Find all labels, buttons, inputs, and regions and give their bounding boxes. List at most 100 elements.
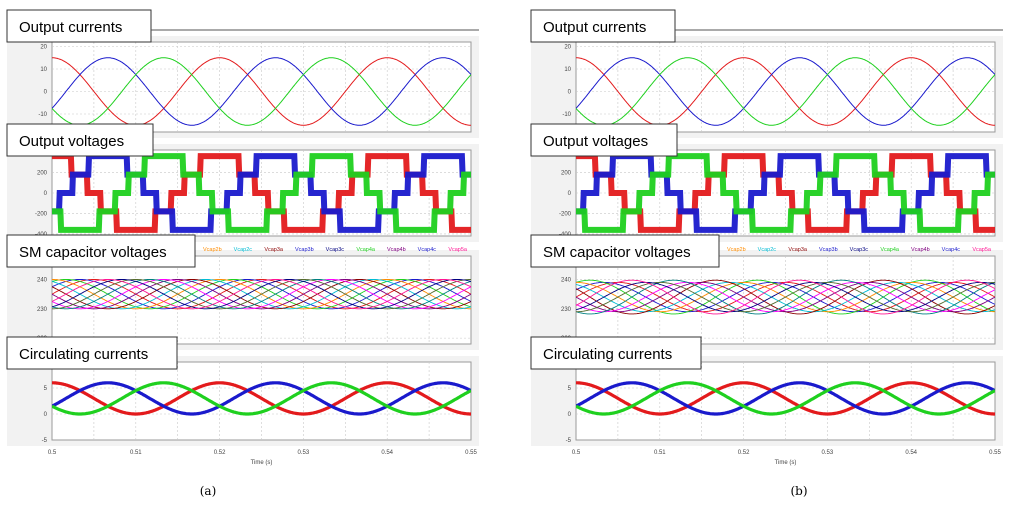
legend-entry: Vcap2b (203, 247, 222, 253)
x-tick-label: 0.55 (465, 450, 477, 456)
legend-entry: Vcap4b (387, 247, 406, 253)
capacitor-voltage-line (52, 279, 471, 310)
subplot-title-box: Circulating currents (530, 336, 702, 370)
title-frame (530, 234, 720, 268)
series-group (52, 381, 471, 416)
legend-entry: Vcap4c (942, 247, 961, 253)
circulating-current-line (52, 381, 471, 416)
y-tick-label: 20 (564, 45, 571, 51)
title-frame (530, 123, 678, 157)
title-frame (6, 9, 152, 43)
y-tick-label: 230 (561, 307, 572, 313)
subplot-title: SM capacitor voltages (19, 244, 167, 261)
circulating-current-line (52, 381, 471, 416)
capacitor-voltage-line (576, 281, 995, 313)
subplot-title-box: Output currents (530, 9, 1003, 43)
y-tick-label: 0 (568, 90, 572, 96)
circulating-current-line (576, 381, 995, 416)
circulating-current-line (576, 381, 995, 416)
y-tick-label: -5 (42, 438, 48, 444)
legend-entry: Vcap3a (264, 247, 284, 253)
x-tick-label: 0.55 (989, 450, 1001, 456)
legend-entry: Vcap3c (850, 247, 869, 253)
capacitor-voltage-line (576, 279, 995, 315)
capacitor-voltage-line (576, 279, 995, 315)
circulating-current-line (52, 381, 471, 416)
output-voltage-series (576, 153, 995, 233)
legend-entry: Vcap2b (727, 247, 746, 253)
y-tick-label: 230 (37, 307, 48, 313)
title-frame (530, 336, 702, 370)
output-voltage-series (576, 153, 995, 233)
caption-b: (b) (790, 484, 808, 498)
title-frame (6, 336, 178, 370)
subplot-title-box: SM capacitor voltages (6, 234, 196, 268)
series-group (52, 279, 471, 310)
subplot-title-box: Circulating currents (6, 336, 178, 370)
legend-entry: Vcap3a (788, 247, 808, 253)
output-voltage-line (52, 153, 471, 233)
series-group (52, 57, 471, 126)
y-tick-label: -200 (35, 211, 48, 217)
x-tick-label: 0.52 (214, 450, 226, 456)
output-current-line (576, 57, 995, 126)
y-tick-label: 0 (568, 191, 572, 197)
y-tick-label: 10 (564, 67, 571, 73)
title-frame (6, 234, 196, 268)
output-voltage-series (52, 153, 471, 233)
legend-entry: Vcap2c (758, 247, 777, 253)
output-current-line (52, 57, 471, 126)
legend-entry: Vcap2c (234, 247, 253, 253)
output-current-line (52, 57, 471, 126)
y-tick-label: 0 (568, 412, 572, 418)
y-tick-label: 240 (561, 277, 572, 283)
y-tick-label: 5 (44, 386, 48, 392)
x-axis-label: Time (s) (775, 460, 797, 466)
subplot-title-box: SM capacitor voltages (530, 234, 720, 268)
y-tick-label: 240 (37, 277, 48, 283)
y-tick-label: 10 (40, 67, 47, 73)
output-current-line (52, 57, 471, 126)
x-tick-label: 0.53 (822, 450, 834, 456)
subplot-title-box: Output currents (6, 9, 479, 43)
subplot-title: Output voltages (19, 133, 124, 150)
legend-entry: Vcap5a (972, 247, 992, 253)
y-tick-label: 5 (568, 386, 572, 392)
subplot-title: Circulating currents (543, 346, 672, 363)
subplot-title: Output currents (19, 19, 122, 36)
x-tick-label: 0.54 (905, 450, 917, 456)
x-tick-label: 0.5 (572, 450, 581, 456)
capacitor-voltage-line (576, 279, 995, 315)
x-tick-label: 0.51 (130, 450, 142, 456)
legend-entry: Vcap4b (911, 247, 930, 253)
legend-entry: Vcap4a (880, 247, 900, 253)
subplot-title: SM capacitor voltages (543, 244, 691, 261)
y-tick-label: 0 (44, 412, 48, 418)
legend-entry: Vcap4a (356, 247, 376, 253)
y-tick-label: 0 (44, 90, 48, 96)
subplot-sm-capacitor-voltages: 240230220SM capacitor voltagesVcap2bVcap… (530, 234, 1003, 350)
output-voltage-line (576, 153, 995, 233)
subplot-title: Circulating currents (19, 346, 148, 363)
y-tick-label: 200 (37, 171, 48, 177)
y-tick-label: 0 (44, 191, 48, 197)
output-voltage-line (576, 153, 995, 233)
y-tick-label: -5 (566, 438, 572, 444)
capacitor-voltage-line (52, 279, 471, 310)
subplot-title: Output voltages (543, 133, 648, 150)
legend-entry: Vcap3c (326, 247, 345, 253)
x-tick-label: 0.54 (381, 450, 393, 456)
output-voltage-line (52, 153, 471, 233)
legend-entry: Vcap5a (448, 247, 468, 253)
capacitor-voltage-line (52, 279, 471, 310)
output-current-line (576, 57, 995, 126)
series-group (576, 279, 995, 315)
